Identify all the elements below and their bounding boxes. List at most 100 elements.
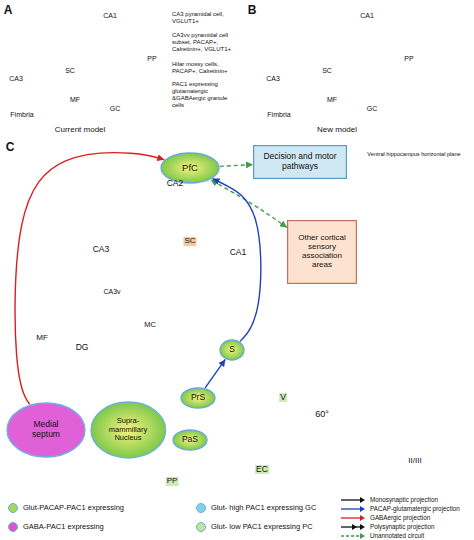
legend-entry: Glut-PACAP-PAC1 expressing (8, 503, 124, 513)
legend-arrowhead (352, 524, 357, 530)
region-label: MF (35, 334, 49, 343)
legend-arrowhead (360, 497, 365, 503)
supramammillary-nucleus: Supra-mammillary Nucleus (90, 401, 167, 459)
text-label: MF (69, 88, 81, 106)
legend-line (340, 505, 366, 513)
presubiculum: PrS (180, 387, 216, 409)
text-label: 60° (314, 403, 330, 421)
legend-stroke (341, 508, 361, 509)
legend-stroke (341, 526, 361, 527)
text-label: PP (166, 469, 179, 487)
region-label: Ventral hippocampus horizontal plane (366, 151, 461, 157)
region-label: PP (166, 477, 179, 486)
region-label: CA1 (102, 12, 118, 20)
text-label: MF (326, 88, 338, 106)
region-label: CA3 (92, 245, 111, 254)
text-label: CA3 (92, 238, 111, 256)
legend-entry: GABA-PAC1 expressing (8, 522, 104, 532)
region-label: DG (75, 343, 90, 352)
legend-text: CA3 pyramidal cell, VGLUT1+ (172, 11, 236, 25)
region-label: SC (183, 237, 196, 246)
projection-connector (220, 165, 253, 167)
legend-line (340, 523, 366, 531)
region-label: MF (69, 96, 81, 104)
projection-connector (15, 153, 164, 405)
node-label: PaS (182, 435, 198, 445)
legend-entry: PACAP-glutamatergic projection (340, 505, 460, 513)
region-label: PP (146, 55, 157, 63)
panel-letter: C (5, 141, 16, 154)
text-label: New model (316, 118, 358, 136)
text-label: MC (143, 313, 157, 331)
legend-entry: Unannotated circuit (340, 532, 424, 540)
medial-septum: Medial septum (6, 402, 86, 458)
region-label: CA2 (166, 179, 185, 188)
legend-text: Glut- low PAC1 expressing PC (211, 523, 313, 532)
legend-text: Unannotated circuit (370, 532, 424, 539)
legend-entry: GABAergic projection (340, 514, 430, 522)
legend-swatch (196, 522, 206, 532)
region-label: PP (403, 55, 414, 63)
legend-entry: PAC1 expressing glutamatergic &GABAergic… (172, 81, 236, 109)
region-label: EC (255, 465, 269, 474)
region-label: CA3 (8, 75, 24, 83)
legend-entry: Hilar mossy cells, PACAP+, Calretinin+ (172, 61, 236, 75)
node-shape (254, 146, 347, 179)
legend-line (340, 532, 366, 540)
region-label: MF (326, 96, 338, 104)
text-label: CA2 (166, 172, 185, 190)
text-label: SC (321, 59, 333, 77)
legend-arrowhead (360, 506, 365, 512)
legend-text: GABA-PAC1 expressing (23, 523, 104, 532)
region-label: II/III (407, 457, 422, 466)
node-label: Supra-mammillary Nucleus (102, 417, 154, 442)
node-label: PfC (182, 163, 198, 174)
text-label: Fimbria (266, 103, 291, 121)
node-shape (173, 430, 207, 450)
text-label: C (5, 137, 16, 155)
node-label: PrS (191, 393, 205, 403)
text-label: GC (366, 97, 379, 115)
region-label: SC (64, 67, 76, 75)
text-label: PP (146, 47, 157, 65)
region-label: Fimbria (9, 111, 34, 119)
node-shape (7, 403, 85, 457)
legend-arrowhead (360, 515, 365, 521)
legend-swatch (8, 522, 18, 532)
legend-text: GABAergic projection (370, 514, 430, 521)
region-label: New model (316, 126, 358, 135)
decision-box: Decision and motor pathways (253, 145, 347, 179)
text-label: CA3 (265, 67, 281, 85)
region-label: CA3v (102, 288, 121, 296)
text-label: CA1 (229, 241, 248, 259)
legend-line (340, 496, 366, 504)
legend-entry: Glut- low PAC1 expressing PC (196, 522, 313, 532)
legend-arrowhead (360, 533, 365, 539)
legend-entry: Monosynaptic projection (340, 496, 438, 504)
text-label: CA1 (359, 4, 375, 22)
region-label: MC (143, 321, 157, 329)
legend-entry: CA3 pyramidal cell, VGLUT1+ (172, 11, 236, 25)
node-label: Decision and motor pathways (258, 152, 342, 171)
text-label: GC (109, 97, 122, 115)
text-label: PP (403, 47, 414, 65)
text-label: CA3 (8, 67, 24, 85)
node-shape (220, 340, 244, 360)
legend-stroke (341, 535, 361, 536)
text-label: II/III (407, 449, 422, 467)
region-label: CA1 (229, 248, 248, 257)
text-label: V (279, 386, 287, 404)
region-label: CA3 (265, 75, 281, 83)
region-label: CA1 (359, 12, 375, 20)
region-label: GC (366, 105, 379, 113)
legend-text: PACAP-glutamatergic projection (370, 505, 460, 512)
region-label: V (279, 393, 287, 402)
cortical-areas-box: Other cortical sensory association areas (287, 220, 357, 284)
legend-entry: Polysynaptic projection (340, 523, 434, 531)
text-label: SC (64, 59, 76, 77)
legend-line (340, 514, 366, 522)
text-label: A (3, 0, 14, 18)
node-shape (181, 388, 215, 408)
